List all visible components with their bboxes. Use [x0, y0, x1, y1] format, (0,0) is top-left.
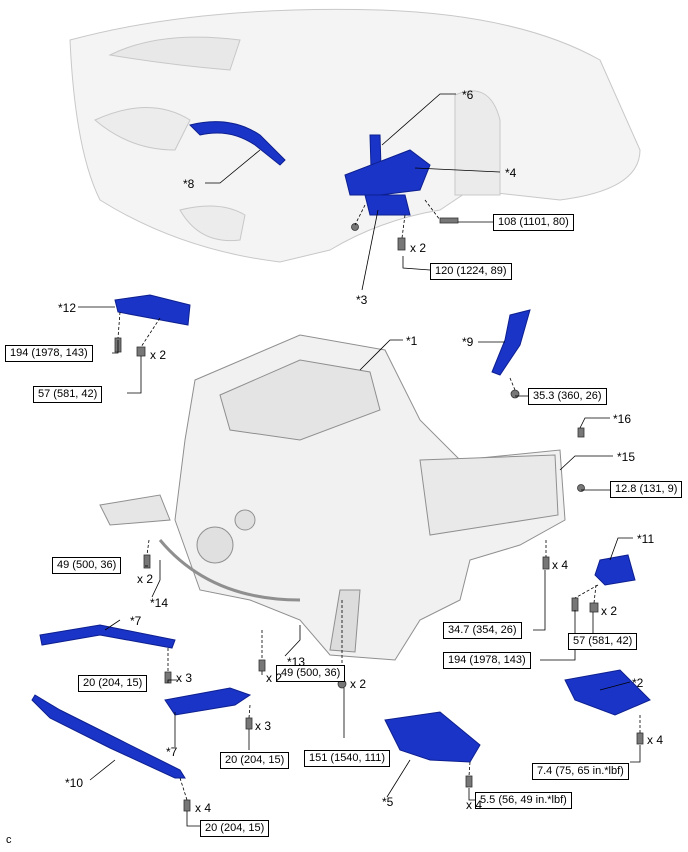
torque-box-57-right: 57 (581, 42) — [568, 633, 638, 650]
torque-box-194-upper: 194 (1978, 143) — [5, 345, 93, 362]
qty-57-right: x 2 — [601, 604, 618, 618]
callout-6: *6 — [462, 88, 474, 102]
qty-5-5: x 4 — [466, 798, 483, 812]
qty-49-left: x 2 — [137, 572, 154, 586]
qty-20-bottom: x 4 — [195, 801, 212, 815]
corner-mark: c — [6, 834, 12, 846]
callout-2: *2 — [632, 676, 644, 690]
qty-120: x 2 — [410, 241, 427, 255]
torque-box-5-5: 5.5 (56, 49 in.*lbf) — [475, 792, 572, 809]
part-9-pipe — [491, 309, 531, 376]
torque-box-151: 151 (1540, 111) — [304, 750, 391, 767]
callout-16: *16 — [613, 412, 632, 426]
torque-box-12-8: 12.8 (131, 9) — [610, 481, 683, 498]
part-3-bracket — [364, 194, 411, 216]
qty-151: x 2 — [350, 677, 367, 691]
part-5-cover — [384, 711, 481, 763]
torque-box-49-left: 49 (500, 36) — [52, 557, 122, 574]
part-12-bracket — [114, 294, 191, 326]
part-4-bracket — [344, 149, 431, 196]
callout-12: *12 — [58, 301, 77, 315]
engine-transmission-assembly — [99, 334, 566, 661]
torque-box-194-lower: 194 (1978, 143) — [443, 652, 531, 669]
callout-5: *5 — [382, 795, 394, 809]
torque-box-20-left: 20 (204, 15) — [78, 675, 148, 692]
callout-14: *14 — [150, 596, 169, 610]
qty-20-left: x 3 — [176, 671, 193, 685]
torque-box-35-3: 35.3 (360, 26) — [528, 388, 607, 405]
callout-3: *3 — [356, 293, 368, 307]
vehicle-front-body — [69, 8, 641, 263]
callout-11: *11 — [637, 532, 655, 546]
leader-lines — [78, 93, 641, 827]
torque-box-57-upper: 57 (581, 42) — [33, 386, 103, 403]
torque-box-20-center: 20 (204, 15) — [220, 752, 290, 769]
callout-1: *1 — [406, 334, 418, 348]
torque-box-108: 108 (1101, 80) — [493, 214, 574, 231]
qty-7-4: x 4 — [647, 733, 664, 747]
part-7b-bar — [164, 687, 252, 716]
torque-box-20-bottom: 20 (204, 15) — [200, 820, 270, 837]
qty-20-center: x 3 — [255, 719, 272, 733]
callout-10: *10 — [65, 776, 84, 790]
qty-57-upper: x 2 — [150, 348, 167, 362]
part-7a-bar — [39, 624, 176, 649]
qty-49-center: x 2 — [266, 671, 283, 685]
callout-15: *15 — [617, 450, 636, 464]
part-2-plate — [564, 669, 651, 716]
callout-4: *4 — [505, 166, 517, 180]
blue-components — [31, 121, 651, 779]
part-8-harness — [189, 121, 286, 166]
callout-7-upper: *7 — [130, 614, 142, 628]
torque-box-49-center: 49 (500, 36) — [276, 665, 346, 682]
torque-box-120: 120 (1224, 89) — [430, 263, 512, 280]
callout-7-lower: *7 — [166, 745, 178, 759]
torque-box-7-4: 7.4 (75, 65 in.*lbf) — [532, 763, 629, 780]
torque-box-34-7: 34.7 (354, 26) — [443, 622, 522, 639]
callout-8: *8 — [183, 177, 195, 191]
callout-9: *9 — [462, 335, 474, 349]
part-11-bracket — [594, 554, 636, 586]
qty-34-7: x 4 — [552, 558, 569, 572]
